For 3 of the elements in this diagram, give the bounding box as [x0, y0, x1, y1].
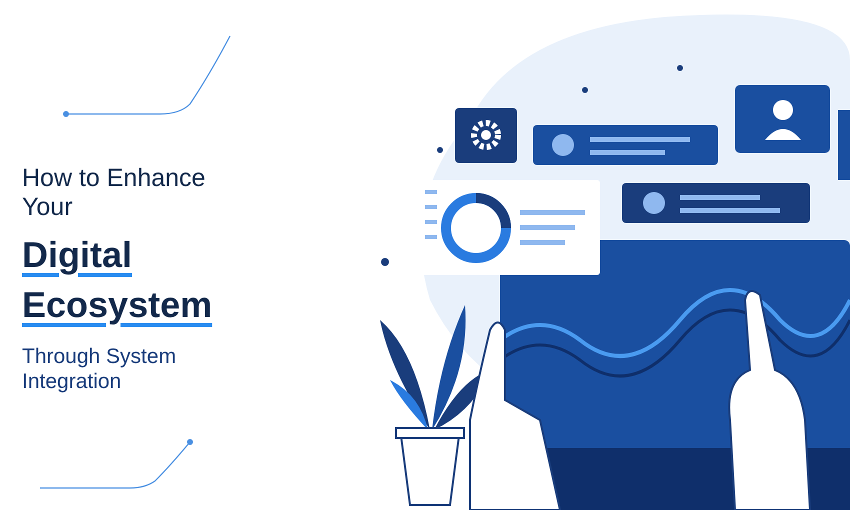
- subheading-text: Through System Integration: [22, 344, 178, 394]
- heading-highlight: Digital Ecosystem: [22, 233, 214, 327]
- heading-text: How to Enhance Your: [22, 164, 206, 222]
